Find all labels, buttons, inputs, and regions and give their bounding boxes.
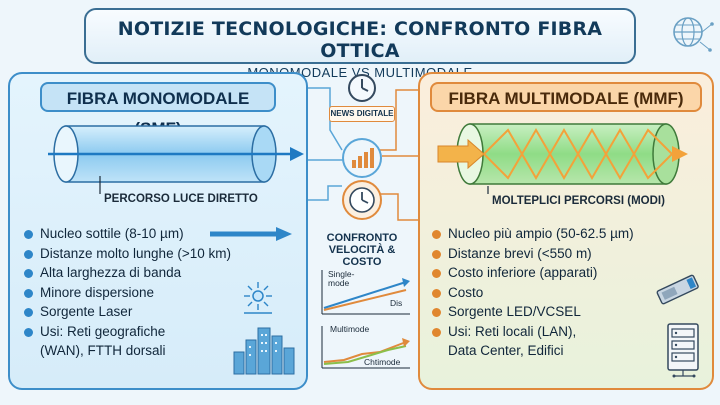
multi-mode-heading: FIBRA MULTIMODALE (MMF) <box>430 82 702 112</box>
globe-network-icon <box>673 17 714 52</box>
chart2-label: Multimode <box>330 324 370 334</box>
speed-mini-chart <box>321 270 410 315</box>
cost-mini-chart <box>321 326 410 369</box>
clock-icon <box>348 74 376 102</box>
laser-icon <box>244 282 272 314</box>
multi-mode-caption: MOLTEPLICI PERCORSI (MODI) <box>492 195 665 207</box>
multi-mode-features: Nucleo più ampio (50-62.5 µm) Distanze b… <box>432 224 634 361</box>
list-item: Alta larghezza di banda <box>24 263 231 283</box>
list-item: Distanze molto lunghe (>10 km) <box>24 244 231 264</box>
compare-title: CONFRONTO VELOCITÀ & COSTO <box>326 232 398 268</box>
chart2-end-label: Chtimode <box>364 357 401 367</box>
center-connectors <box>308 87 418 221</box>
chart1-label: Single- mode <box>328 269 355 288</box>
list-item: Nucleo più ampio (50-62.5 µm) <box>432 224 634 244</box>
page-title: NOTIZIE TECNOLOGICHE: CONFRONTO FIBRA OT… <box>117 18 603 62</box>
single-mode-caption: PERCORSO LUCE DIRETTO <box>104 193 258 205</box>
list-item: Data Center, Edifici <box>448 343 564 358</box>
arrow-right-icon <box>210 227 292 241</box>
list-item: Distanze brevi (<550 m) <box>432 244 634 264</box>
chart1-end-label: Dis <box>390 298 403 308</box>
single-mode-features: Nucleo sottile (8-10 µm) Distanze molto … <box>24 224 231 361</box>
server-rack-icon <box>667 323 699 378</box>
transceiver-icon <box>656 274 699 305</box>
list-item: Sorgente Laser <box>24 302 231 322</box>
list-item: Usi: Reti locali (LAN), <box>432 322 634 342</box>
list-item: Sorgente LED/VCSEL <box>432 302 634 322</box>
single-mode-panel: FIBRA MONOMODALE (SMF) PERCORSO LUCE DIR… <box>8 72 308 390</box>
list-item: Minore dispersione <box>24 283 231 303</box>
list-item: Costo inferiore (apparati) <box>432 263 634 283</box>
list-item: (WAN), FTTH dorsali <box>40 343 166 358</box>
title-banner: NOTIZIE TECNOLOGICHE: CONFRONTO FIBRA OT… <box>84 8 636 80</box>
list-item: Nucleo sottile (8-10 µm) <box>24 224 231 244</box>
list-item: Usi: Reti geografiche <box>24 322 231 342</box>
single-mode-heading: FIBRA MONOMODALE (SMF) <box>40 82 276 138</box>
list-item: Costo <box>432 283 634 303</box>
news-digitale-badge: NEWS DIGITALE <box>329 106 395 122</box>
clock-icon <box>342 180 382 220</box>
single-mode-fiber-illustration <box>48 125 304 194</box>
multi-mode-fiber-illustration <box>437 123 688 194</box>
multi-mode-panel: FIBRA MULTIMODALE (MMF) MOLTEPLICI PERCO… <box>418 72 714 390</box>
city-skyline-icon <box>233 327 295 375</box>
bar-chart-icon <box>342 138 382 178</box>
